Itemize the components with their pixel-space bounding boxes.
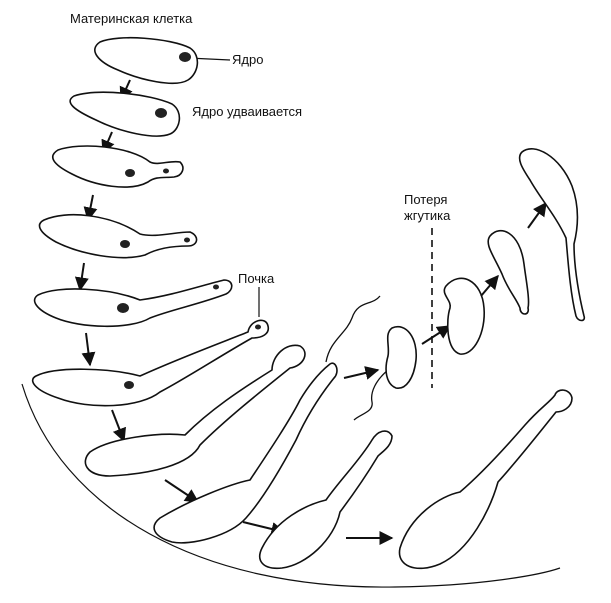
cell-stage-10 — [398, 389, 573, 570]
cell-stage-5 — [33, 279, 233, 328]
arrow-4 — [74, 262, 89, 292]
flagellum-icon — [353, 369, 389, 421]
cell-stage-8 — [153, 362, 338, 544]
label-mother-cell: Материнская клетка — [70, 11, 193, 26]
nucleus-icon — [179, 52, 191, 62]
arrow-swim — [343, 366, 380, 380]
nucleus-icon — [163, 168, 169, 174]
arrow-5 — [81, 332, 96, 367]
nucleus-icon — [120, 240, 130, 248]
nucleus-icon — [213, 284, 219, 290]
bud-nucleus-icon — [255, 324, 261, 330]
cell-stage-6 — [31, 319, 270, 407]
arrow-loss — [421, 325, 452, 345]
nucleus-icon — [117, 303, 129, 313]
cell-stage-4 — [38, 213, 198, 259]
arrow-grow-2 — [527, 201, 547, 229]
label-nucleus: Ядро — [232, 52, 263, 67]
nucleus-icon — [125, 169, 135, 177]
cell-stage-2 — [69, 91, 181, 137]
cell-no-flagellum-3 — [518, 148, 586, 322]
nucleus-icon — [155, 108, 167, 118]
nucleus-icon — [124, 381, 134, 389]
arrow-6 — [111, 409, 126, 443]
label-nucleus-doubles: Ядро удваивается — [192, 104, 302, 119]
flagellum-icon — [325, 295, 381, 363]
cell-stage-3 — [51, 145, 184, 188]
cell-no-flagellum-1 — [443, 277, 485, 355]
swimming-cell — [325, 295, 417, 421]
cell-stage-1 — [94, 36, 199, 84]
arrow-7 — [164, 479, 200, 503]
arrow-grow-1 — [480, 274, 499, 297]
cycle-arc — [21, 383, 561, 588]
cell-no-flagellum-2 — [487, 230, 530, 315]
nucleus-icon — [184, 237, 190, 243]
label-bud: Почка — [238, 271, 275, 286]
cell-stage-9 — [258, 430, 393, 570]
cell-stage-7 — [84, 344, 306, 477]
